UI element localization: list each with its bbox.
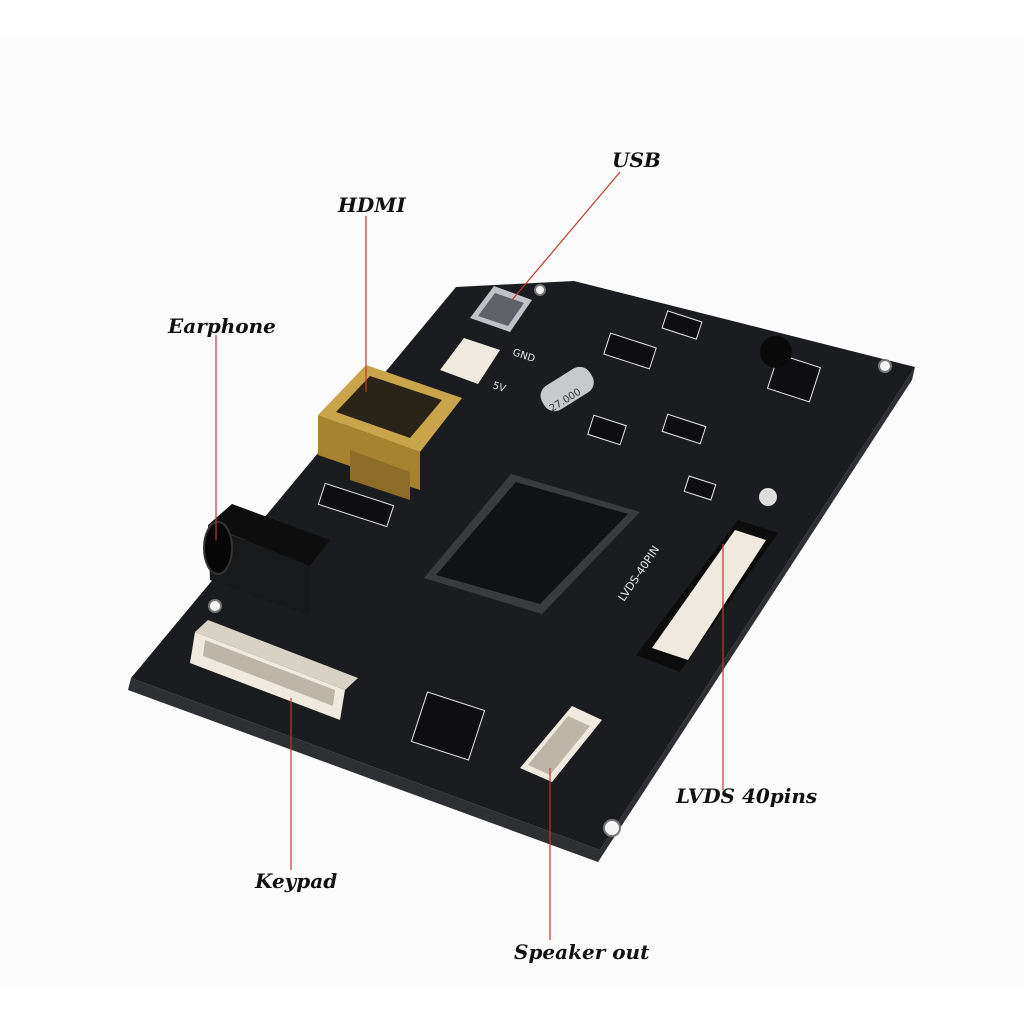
pcb-board: LVDS-40PIN: [128, 281, 915, 862]
speaker-connector: [520, 706, 602, 782]
potentiometer: [759, 488, 777, 506]
vcc-silkscreen: 5V: [491, 380, 507, 395]
usb-leader-line: [511, 171, 621, 301]
usb-label: USB: [612, 148, 661, 172]
earphone-jack: [203, 504, 330, 616]
keypad-connector: [190, 620, 358, 720]
speaker-out-label: Speaker out: [514, 940, 650, 964]
inductor: [760, 336, 792, 368]
hdmi-port: [318, 365, 462, 500]
keypad-label: Keypad: [255, 869, 338, 893]
leader-lines: [215, 171, 724, 940]
earphone-label: Earphone: [168, 314, 276, 338]
power-connector: [440, 338, 500, 384]
lvds-label: LVDS 40pins: [676, 784, 818, 808]
hdmi-label: HDMI: [338, 193, 406, 217]
usb-port: [470, 286, 532, 332]
main-processor-chip: [424, 474, 640, 614]
smd-components: [317, 310, 822, 761]
